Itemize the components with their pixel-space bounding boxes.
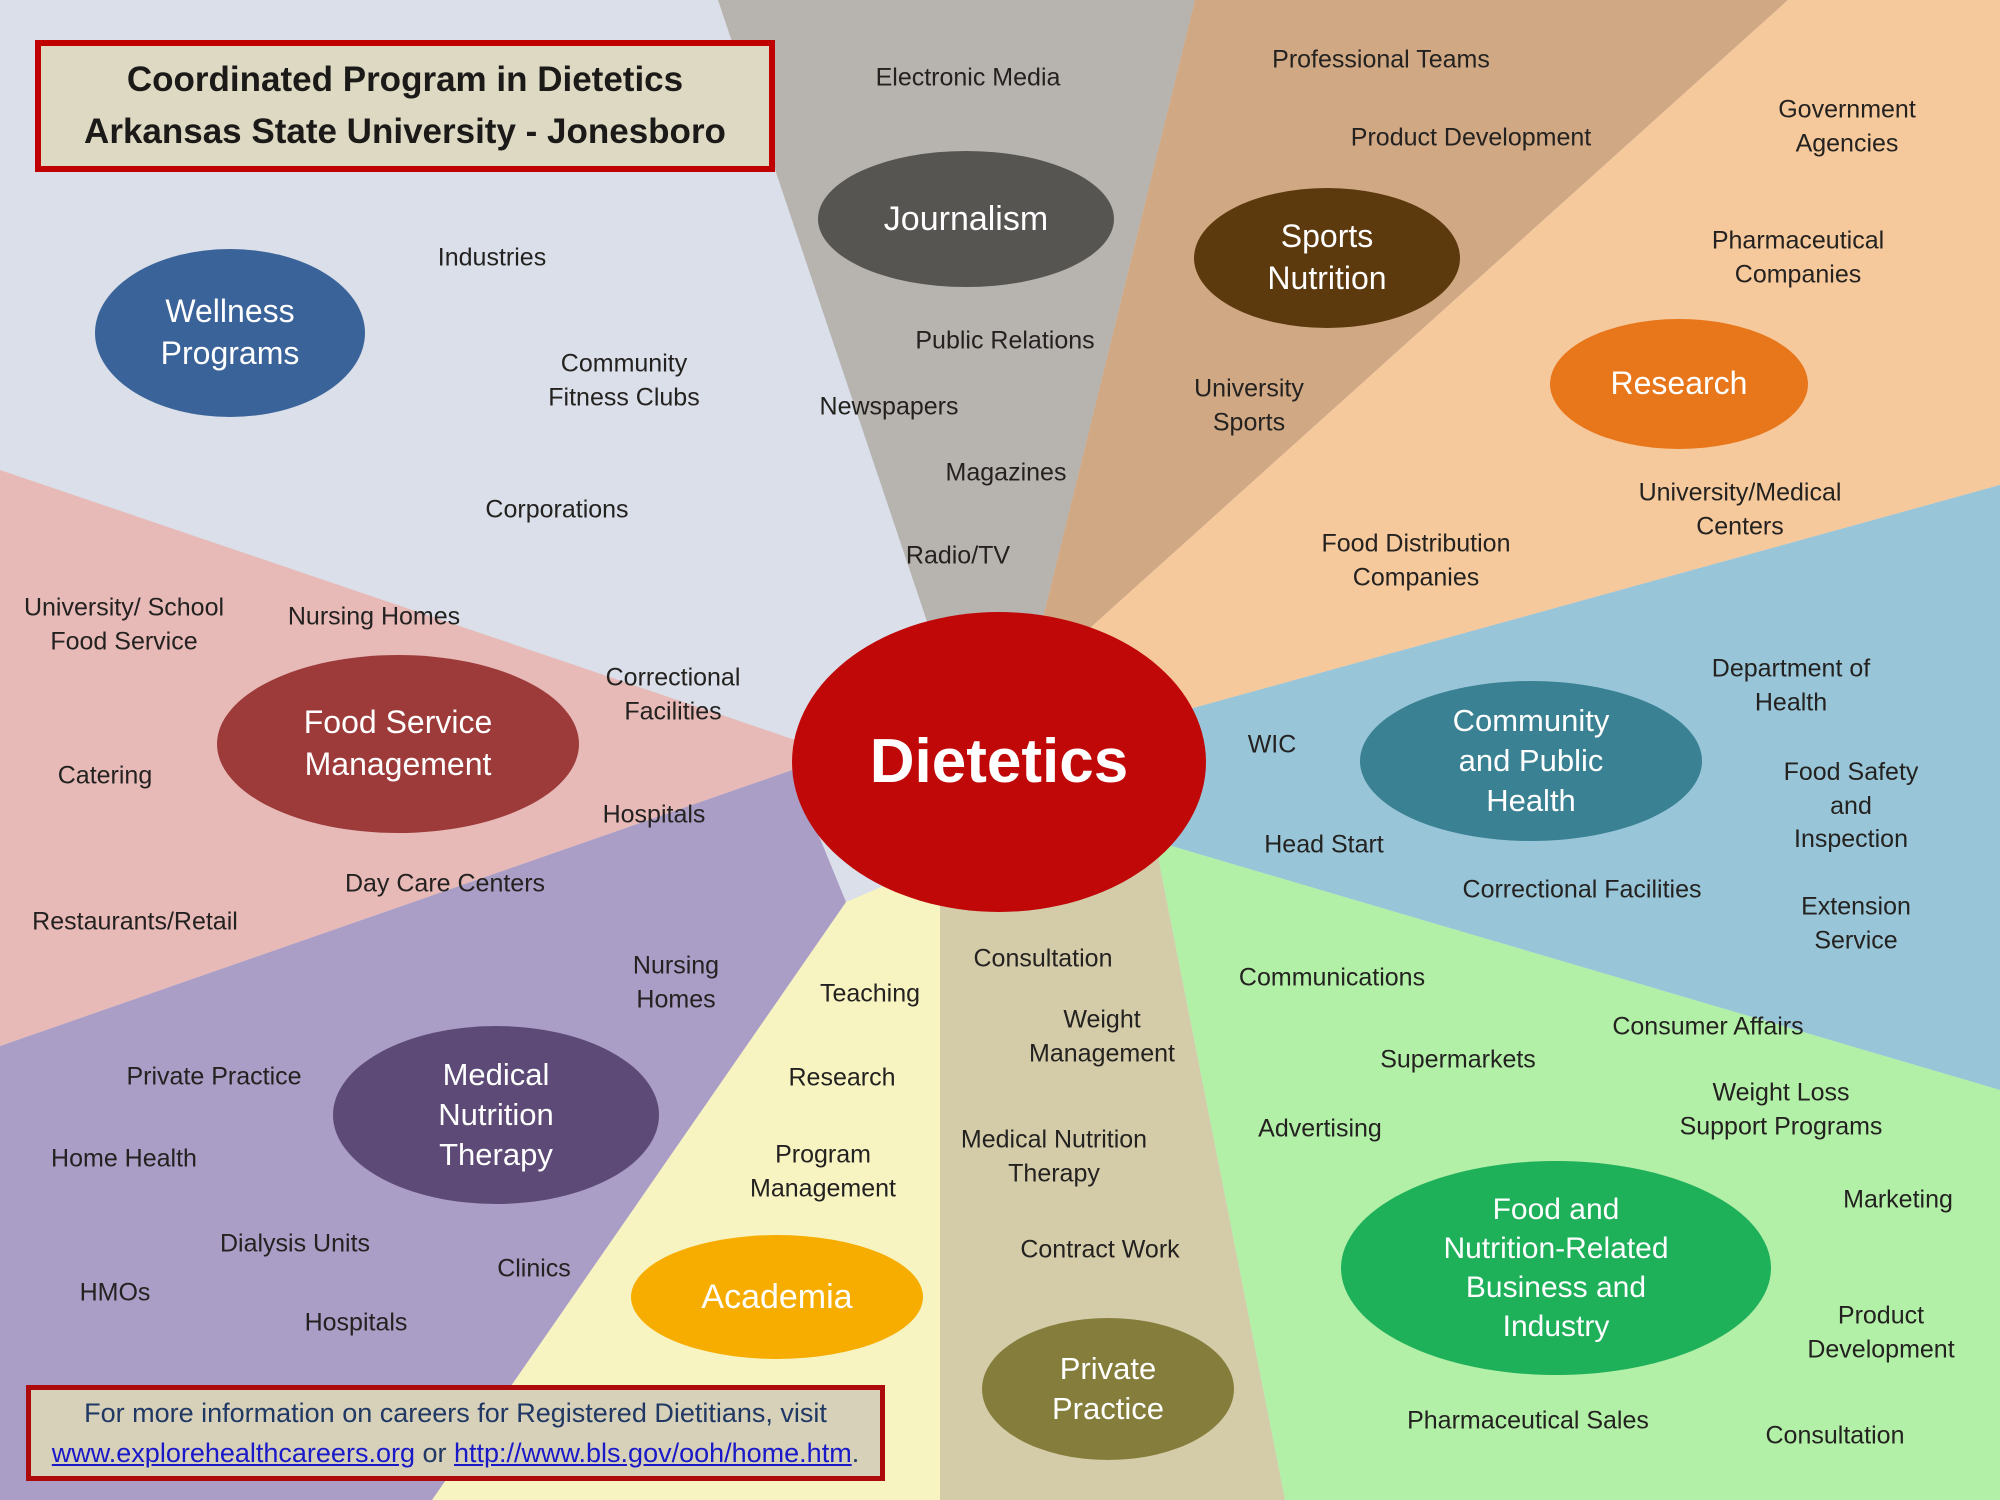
- item-teaching: Teaching: [819, 979, 921, 1008]
- item-product-development-fnb: Product Development: [1807, 1301, 1955, 1364]
- ellipse-wellness-programs: Wellness Programs: [95, 249, 365, 417]
- item-research-academia: Research: [788, 1063, 896, 1092]
- ellipse-food-service-management: Food Service Management: [217, 655, 579, 833]
- item-clinics: Clinics: [497, 1254, 571, 1283]
- wedge-sports-nutrition: [1042, 0, 1788, 655]
- item-pharmaceutical-sales: Pharmaceutical Sales: [1407, 1406, 1649, 1435]
- wedge-journalism: [718, 0, 1195, 660]
- wedge-research: [1060, 0, 2000, 720]
- item-food-distribution-companies: Food Distribution Companies: [1321, 529, 1511, 592]
- ellipse-dietetics-center: Dietetics: [792, 612, 1206, 912]
- ellipse-medical-nutrition-therapy: Medical Nutrition Therapy: [333, 1026, 659, 1204]
- item-program-management: Program Management: [750, 1140, 896, 1203]
- item-hmos: HMOs: [79, 1278, 151, 1307]
- item-public-relations: Public Relations: [915, 326, 1095, 355]
- footer-line-2: www.explorehealthcareers.org or http://w…: [52, 1433, 859, 1474]
- item-catering: Catering: [57, 761, 153, 790]
- item-restaurants-retail: Restaurants/Retail: [32, 907, 238, 936]
- item-hospitals-fsm: Hospitals: [602, 800, 706, 829]
- item-wic: WIC: [1247, 730, 1297, 759]
- item-consumer-affairs: Consumer Affairs: [1612, 1012, 1804, 1041]
- item-newspapers: Newspapers: [819, 392, 959, 421]
- item-contract-work: Contract Work: [1020, 1235, 1180, 1264]
- item-magazines: Magazines: [945, 458, 1067, 487]
- item-consultation-pp: Consultation: [973, 944, 1113, 973]
- item-supermarkets: Supermarkets: [1380, 1045, 1536, 1074]
- ellipse-community-public-health: Community and Public Health: [1360, 681, 1702, 841]
- title-line-1: Coordinated Program in Dietetics: [126, 60, 684, 100]
- item-corporations: Corporations: [485, 495, 629, 524]
- item-pharmaceutical-companies: Pharmaceutical Companies: [1711, 226, 1885, 289]
- ellipse-academia: Academia: [631, 1235, 923, 1359]
- item-head-start: Head Start: [1264, 830, 1384, 859]
- item-radio-tv: Radio/TV: [905, 541, 1011, 570]
- item-correctional-facilities-cph: Correctional Facilities: [1462, 875, 1702, 904]
- item-university-sports: University Sports: [1194, 374, 1304, 437]
- item-government-agencies: Government Agencies: [1778, 95, 1916, 158]
- item-community-fitness-clubs: Community Fitness Clubs: [548, 349, 700, 412]
- item-electronic-media: Electronic Media: [875, 63, 1061, 92]
- title-line-2: Arkansas State University - Jonesboro: [84, 112, 726, 151]
- footer-info-box: For more information on careers for Regi…: [26, 1385, 885, 1481]
- item-weight-management: Weight Management: [1029, 1005, 1175, 1068]
- item-industries: Industries: [437, 243, 547, 272]
- item-extension-service: Extension Service: [1801, 892, 1911, 955]
- ellipse-food-nutrition-business: Food and Nutrition-Related Business and …: [1341, 1161, 1771, 1375]
- bls-link[interactable]: http://www.bls.gov/ooh/home.htm: [453, 1438, 852, 1468]
- item-correctional-facilities-fsm: Correctional Facilities: [605, 663, 741, 726]
- footer-line-1: For more information on careers for Regi…: [84, 1397, 827, 1428]
- item-product-development-sports: Product Development: [1350, 123, 1592, 152]
- explorehealthcareers-link[interactable]: www.explorehealthcareers.org: [51, 1438, 415, 1468]
- item-hospitals-mnt: Hospitals: [304, 1308, 408, 1337]
- item-department-of-health: Department of Health: [1711, 654, 1871, 717]
- item-weight-loss-support-programs: Weight Loss Support Programs: [1679, 1078, 1883, 1141]
- item-dialysis-units: Dialysis Units: [219, 1229, 371, 1258]
- item-consultation-fnb: Consultation: [1765, 1421, 1905, 1450]
- item-university-medical-centers: University/Medical Centers: [1638, 478, 1842, 541]
- item-nursing-homes-fsm: Nursing Homes: [287, 602, 461, 631]
- item-nursing-homes-mnt: Nursing Homes: [632, 951, 720, 1014]
- item-day-care-centers: Day Care Centers: [344, 869, 546, 898]
- item-advertising: Advertising: [1258, 1114, 1382, 1143]
- ellipse-research: Research: [1550, 319, 1808, 449]
- wedge-wellness: [0, 0, 940, 745]
- item-communications: Communications: [1238, 963, 1426, 992]
- ellipse-private-practice: Private Practice: [982, 1318, 1234, 1460]
- ellipse-journalism: Journalism: [818, 151, 1114, 287]
- item-university-school-food-service: University/ School Food Service: [23, 593, 225, 656]
- footer-period: .: [851, 1438, 860, 1468]
- title-box: Coordinated Program in Dietetics Arkansa…: [35, 40, 775, 172]
- item-marketing: Marketing: [1843, 1185, 1953, 1214]
- item-medical-nutrition-therapy-pp: Medical Nutrition Therapy: [960, 1125, 1148, 1188]
- item-professional-teams: Professional Teams: [1272, 45, 1490, 74]
- item-food-safety-inspection: Food Safety and Inspection: [1783, 757, 1919, 853]
- footer-separator: or: [414, 1438, 454, 1468]
- ellipse-sports-nutrition: Sports Nutrition: [1194, 188, 1460, 328]
- item-private-practice-mnt: Private Practice: [126, 1062, 302, 1091]
- item-home-health: Home Health: [51, 1144, 197, 1173]
